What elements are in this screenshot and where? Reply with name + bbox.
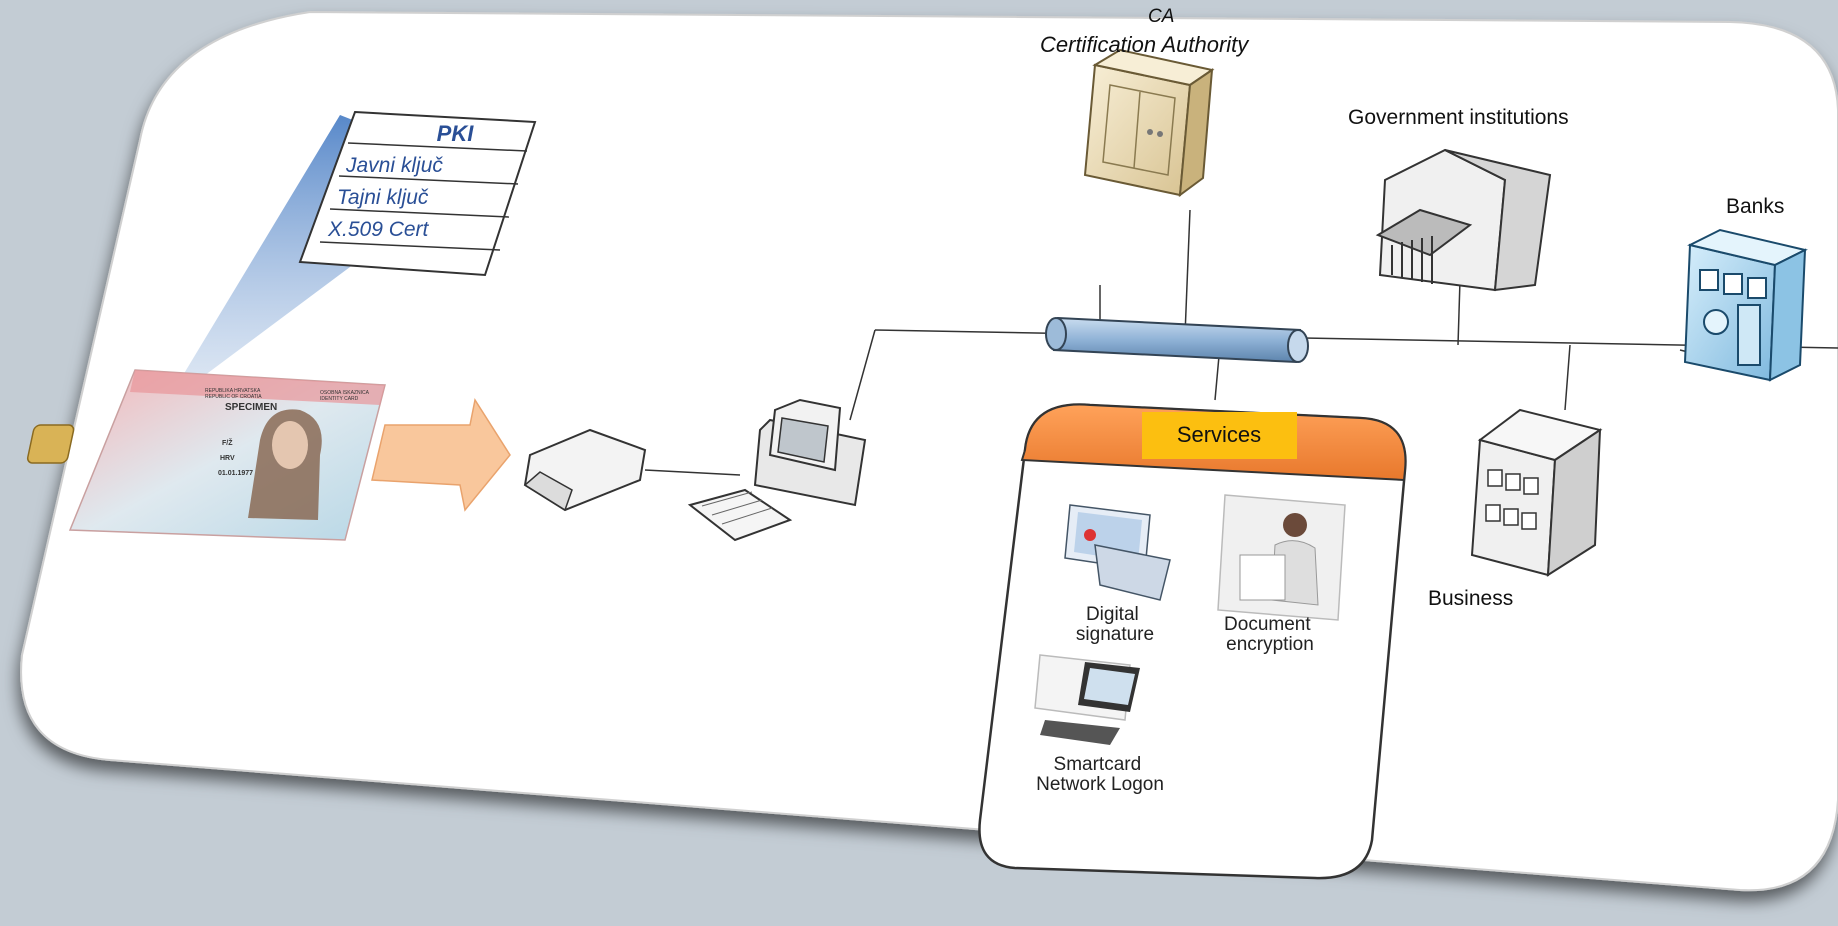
business-building-icon [1470, 408, 1603, 577]
pki-row-cert: X.509 Cert [327, 218, 430, 241]
document-encryption-icon [1217, 494, 1346, 621]
card-nationality: HRV [220, 455, 235, 462]
smartcard-logon-line1: Smartcard [1054, 754, 1142, 775]
card-specimen: SPECIMEN [225, 402, 277, 413]
business-label: Business [1428, 587, 1514, 610]
government-building-icon [1375, 148, 1552, 292]
smartcard-network-logon-icon [1034, 654, 1140, 745]
ca-label-line1: CA [1148, 6, 1175, 27]
chip-icon [26, 424, 75, 464]
card-dob: 01.01.1977 [218, 470, 253, 477]
ca-label-line2: Certification Authority [1040, 32, 1249, 57]
digital-signature-caption: Digital signature [1076, 604, 1154, 645]
smartcard-logon-line2: Network Logon [1036, 774, 1164, 795]
pki-title: PKI [437, 121, 475, 146]
card-doc-hr: OSOBNA ISKAZNICA [320, 390, 370, 396]
banks-label: Banks [1726, 195, 1785, 218]
network-bus-pipe [1045, 316, 1309, 364]
card-country-hr: REPUBLIKA HRVATSKA [205, 388, 261, 394]
services-title: Services [1177, 422, 1261, 447]
digital-signature-icon [1064, 504, 1171, 601]
card-sex: F/Ž [222, 438, 233, 447]
computer-icon [687, 398, 867, 542]
document-encryption-line2: encryption [1226, 634, 1314, 655]
document-encryption-caption: Document encryption [1224, 614, 1316, 655]
digital-signature-line2: signature [1076, 624, 1154, 645]
arrow-icon [371, 398, 511, 512]
smartcard-logon-caption: Smartcard Network Logon [1036, 754, 1164, 795]
id-card: SPECIMEN REPUBLIKA HRVATSKA REPUBLIC OF … [26, 369, 386, 541]
card-reader-icon [523, 428, 647, 512]
pki-table: PKI Javni ključ Tajni ključ X.509 Cert [298, 110, 537, 277]
digital-signature-line1: Digital [1086, 604, 1139, 625]
portrait-face [272, 421, 308, 469]
bank-building-icon [1683, 228, 1808, 382]
pki-row-public-key: Javni ključ [345, 154, 443, 177]
document-encryption-line1: Document [1224, 614, 1311, 635]
pki-row-private-key: Tajni ključ [337, 186, 429, 209]
card-doc-en: IDENTITY CARD [320, 396, 359, 402]
card-country-en: REPUBLIC OF CROATIA [205, 394, 262, 400]
government-label: Government institutions [1348, 106, 1569, 129]
services-panel: Services [978, 403, 1407, 880]
ca-server-icon [1083, 48, 1215, 198]
